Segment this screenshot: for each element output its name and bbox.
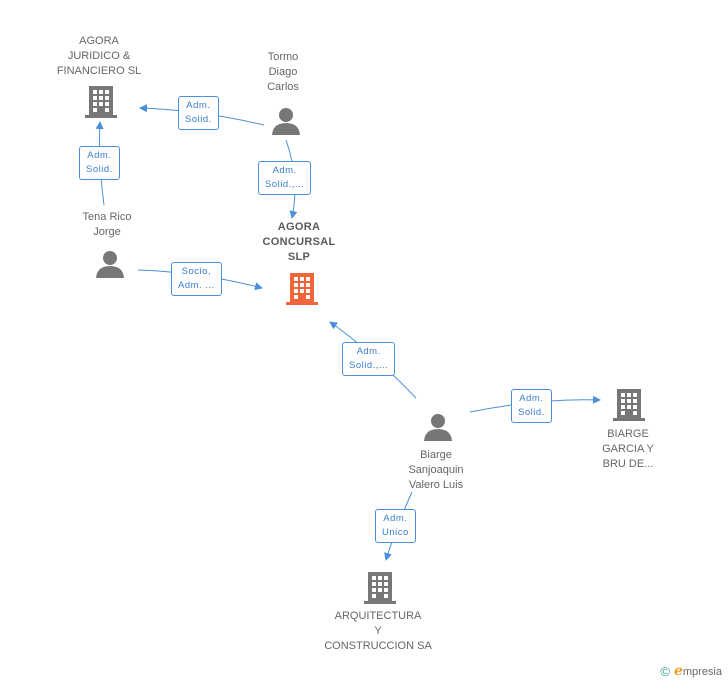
node-label-arquitectura[interactable]: ARQUITECTURA Y CONSTRUCCION SA [324,610,432,652]
copyright-symbol: © [660,663,670,679]
node-label-tormo[interactable]: Tormo Diago Carlos [267,51,299,93]
person-icon[interactable] [95,250,125,278]
edge-label-biarge-garcia[interactable]: Adm. Solid. [511,389,552,423]
person-icon[interactable] [271,107,301,135]
node-label-agora-concursal[interactable]: AGORA CONCURSAL SLP [262,221,336,263]
person-icon[interactable] [423,413,453,441]
edge-label-tena-juridico[interactable]: Adm. Solid. [79,146,120,180]
edge-label-tormo-concursal[interactable]: Adm. Solid.,... [258,161,312,195]
edge-label-biarge-arquitectura[interactable]: Adm. Unico [375,509,416,543]
brand-footer: © empresia [660,663,722,679]
building-icon[interactable] [85,84,117,118]
building-icon[interactable] [364,570,396,604]
brand-logo: empresia [673,663,722,679]
node-label-tena[interactable]: Tena Rico Jorge [82,211,132,238]
building-icon[interactable] [613,387,645,421]
edge-label-biarge-concursal[interactable]: Adm. Solid.,... [342,342,396,376]
node-label-biarge-garcia[interactable]: BIARGE GARCIA Y BRU DE... [602,428,654,470]
node-label-biarge-person[interactable]: Biarge Sanjoaquin Valero Luis [408,449,464,491]
node-label-agora-juridico[interactable]: AGORA JURIDICO & FINANCIERO SL [56,35,142,77]
building-main-icon[interactable] [286,271,318,305]
edge-label-tena-concursal[interactable]: Socio, Adm. ... [171,262,222,296]
edge-label-tormo-juridico[interactable]: Adm. Solid. [178,96,219,130]
